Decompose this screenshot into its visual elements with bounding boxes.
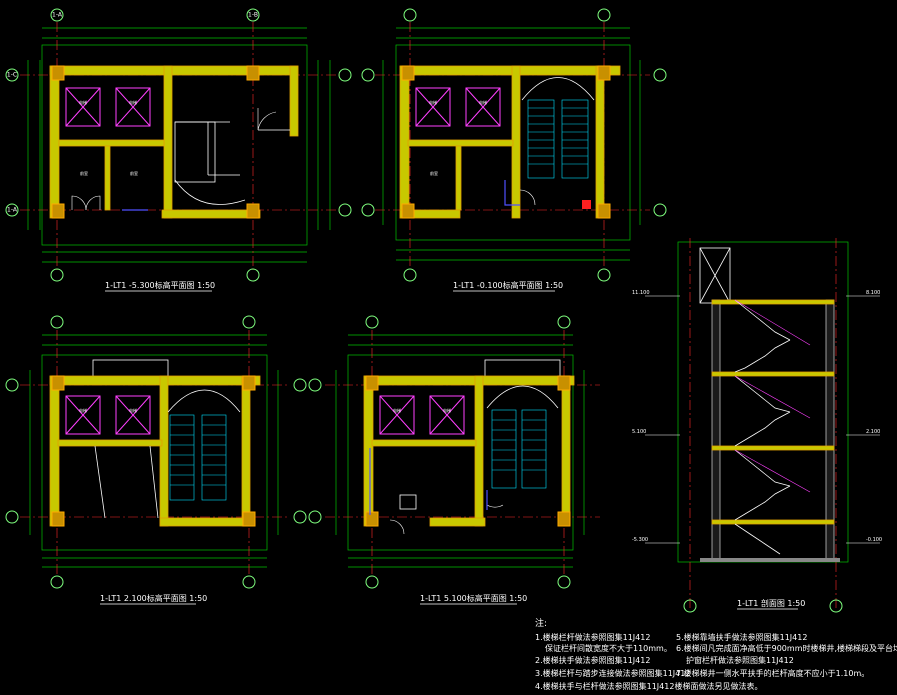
axis-bubble bbox=[361, 203, 375, 217]
axis-bubble bbox=[403, 268, 417, 282]
axis-bubble bbox=[597, 268, 611, 282]
level-marker: -0.100 bbox=[866, 537, 882, 543]
stair-run bbox=[491, 409, 547, 489]
axis-bubble bbox=[557, 315, 571, 329]
axis-bubble bbox=[403, 8, 417, 22]
note-line: 4.楼梯扶手与栏杆做法参照图集11J412楼梯面做法另见做法表。 bbox=[535, 681, 762, 691]
room-label: 电梯 bbox=[79, 99, 87, 105]
room-label: 电梯 bbox=[79, 407, 87, 413]
axis-bubble bbox=[242, 575, 256, 589]
general-notes: 注: 1.楼梯栏杆做法参照图集11J412 保证栏杆间散宽度不大于110mm。 … bbox=[535, 617, 897, 691]
plan-minus-0100: 电梯 电梯 前室 1-LT1 -0.100标高平面图 1:50 bbox=[361, 8, 667, 292]
note-line: 保证栏杆间散宽度不大于110mm。 bbox=[545, 643, 672, 653]
axis-bubble bbox=[242, 315, 256, 329]
plan-2100: 电梯 电梯 1-LT1 2.100标高平面图 1:50 bbox=[5, 315, 307, 605]
axis-bubble bbox=[293, 510, 307, 524]
axis-bubble bbox=[50, 268, 64, 282]
axis-bubble bbox=[365, 315, 379, 329]
room-label: 电梯 bbox=[479, 99, 487, 105]
note-line: 7.楼梯梯井一侧水平扶手的栏杆高度不应小于1.10m。 bbox=[676, 668, 869, 678]
axis-bubble bbox=[338, 68, 352, 82]
plan-title: 1-LT1 -5.300标高平面图 1:50 bbox=[105, 280, 215, 290]
axis-bubble bbox=[50, 575, 64, 589]
plan-title: 1-LT1 -0.100标高平面图 1:50 bbox=[453, 280, 563, 290]
note-line: 5.楼梯靠墙扶手做法参照图集11J412 bbox=[676, 632, 807, 642]
axis-bubble bbox=[365, 575, 379, 589]
axis-bubble bbox=[246, 8, 260, 22]
plan-title: 1-LT1 5.100标高平面图 1:50 bbox=[420, 593, 527, 603]
plan-title: 1-LT1 2.100标高平面图 1:50 bbox=[100, 593, 207, 603]
level-marker: -5.300 bbox=[632, 537, 648, 543]
axis-bubble bbox=[308, 510, 322, 524]
axis-bubble-label: 1-A bbox=[7, 207, 18, 214]
level-marker: 5.100 bbox=[632, 429, 646, 435]
room-label: 前室 bbox=[430, 170, 438, 176]
axis-bubble-label: 1-A bbox=[52, 12, 63, 19]
room-label: 电梯 bbox=[443, 407, 451, 413]
axis-bubble bbox=[829, 599, 843, 613]
level-marker: 2.100 bbox=[866, 429, 880, 435]
axis-bubble bbox=[5, 203, 19, 217]
axis-bubble bbox=[308, 378, 322, 392]
axis-bubble-label: 1-C bbox=[7, 72, 17, 79]
note-line: 3.楼梯栏杆与踏步连接做法参照图集11J412 bbox=[535, 668, 690, 678]
axis-bubble bbox=[50, 8, 64, 22]
axis-bubble bbox=[5, 510, 19, 524]
stair-run bbox=[169, 414, 227, 501]
axis-bubble bbox=[361, 68, 375, 82]
notes-heading: 注: bbox=[535, 617, 547, 629]
axis-bubble bbox=[338, 203, 352, 217]
level-marker: 11.100 bbox=[632, 290, 650, 296]
level-marker: 8.100 bbox=[866, 290, 880, 296]
room-label: 电梯 bbox=[129, 407, 137, 413]
axis-bubble bbox=[653, 203, 667, 217]
note-line: 6.楼梯间凡完成面净高低于900mm时楼梯井,楼梯梯段及平台均设 bbox=[676, 643, 897, 653]
note-line: 2.楼梯扶手做法参照图集11J412 bbox=[535, 655, 650, 665]
room-label: 电梯 bbox=[429, 99, 437, 105]
axis-bubble bbox=[50, 315, 64, 329]
room-label: 前室 bbox=[80, 170, 88, 176]
axis-bubble bbox=[597, 8, 611, 22]
axis-bubble bbox=[683, 599, 697, 613]
axis-bubble-label: 1-B bbox=[248, 12, 258, 19]
axis-bubble bbox=[5, 68, 19, 82]
plan-minus-5300: 电梯 电梯 前室 前室 1-A 1-B 1-C 1-A 1-LT1 -5.300… bbox=[5, 8, 352, 292]
room-label: 电梯 bbox=[129, 99, 137, 105]
axis-bubble bbox=[246, 268, 260, 282]
axis-bubble bbox=[293, 378, 307, 392]
axis-bubble bbox=[557, 575, 571, 589]
axis-bubble bbox=[653, 68, 667, 82]
stair-run bbox=[527, 99, 589, 179]
axis-bubble bbox=[5, 378, 19, 392]
room-label: 前室 bbox=[130, 170, 138, 176]
note-line: 护窗栏杆做法参照图集11J412 bbox=[686, 655, 794, 665]
section-view: 11.100 5.100 -5.300 8.100 2.100 -0.100 1… bbox=[632, 238, 882, 613]
plan-5100: 电梯 电梯 1-LT1 5.100标高平面图 1:50 bbox=[308, 315, 600, 605]
note-line: 1.楼梯栏杆做法参照图集11J412 bbox=[535, 632, 650, 642]
room-label: 电梯 bbox=[393, 407, 401, 413]
section-title: 1-LT1 剖面图 1:50 bbox=[737, 598, 805, 608]
